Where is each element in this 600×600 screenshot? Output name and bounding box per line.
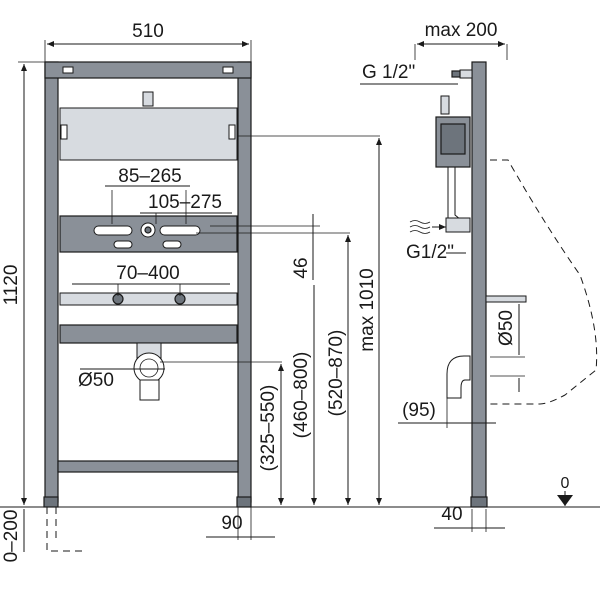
pipe-dia-side-label: Ø50 xyxy=(496,310,517,346)
height-1120-label: 1120 xyxy=(1,265,22,306)
top-rail xyxy=(44,61,252,79)
floor-zero-label: 0 xyxy=(561,475,570,492)
side-view: max 200 G 1/2" G1/2" Ø50 (95) 40 0 xyxy=(360,20,598,532)
adjust-85-label: 85–265 xyxy=(118,166,181,187)
pipe-dia-front-label: Ø50 xyxy=(78,370,114,391)
side-post xyxy=(471,61,487,503)
dim-46-label: 46 xyxy=(291,257,312,278)
height-460-label: (460–800) xyxy=(291,352,312,439)
top-fitting xyxy=(142,91,154,107)
height-520-label: (520–870) xyxy=(326,330,347,417)
foot-90-label: 90 xyxy=(221,513,242,534)
urinal-outline xyxy=(490,159,598,405)
drain-fitting xyxy=(133,342,165,401)
right-post xyxy=(237,61,252,503)
depth-max-label: max 200 xyxy=(425,20,498,41)
height-325-label: (325–550) xyxy=(258,385,279,472)
bracket-rail xyxy=(59,292,238,306)
upper-plate xyxy=(59,107,238,161)
adjust-70-label: 70–400 xyxy=(116,263,179,284)
lower-plate xyxy=(59,324,238,344)
height-max-label: max 1010 xyxy=(357,268,378,351)
flush-valve xyxy=(440,95,450,115)
width-label: 510 xyxy=(132,21,164,42)
offset-95-label: (95) xyxy=(402,400,436,421)
left-post xyxy=(44,61,59,503)
g-top-label: G 1/2" xyxy=(362,62,415,83)
adjust-105-label: 105–275 xyxy=(148,192,222,213)
bottom-rail xyxy=(57,460,239,473)
foot-40-label: 40 xyxy=(441,504,462,525)
g-side-label: G1/2" xyxy=(406,242,454,263)
drain-elbow xyxy=(446,355,471,399)
front-view: 510 85–265 105–275 70–400 Ø50 1120 0–200… xyxy=(1,21,382,563)
foot-range-label: 0–200 xyxy=(1,510,22,563)
